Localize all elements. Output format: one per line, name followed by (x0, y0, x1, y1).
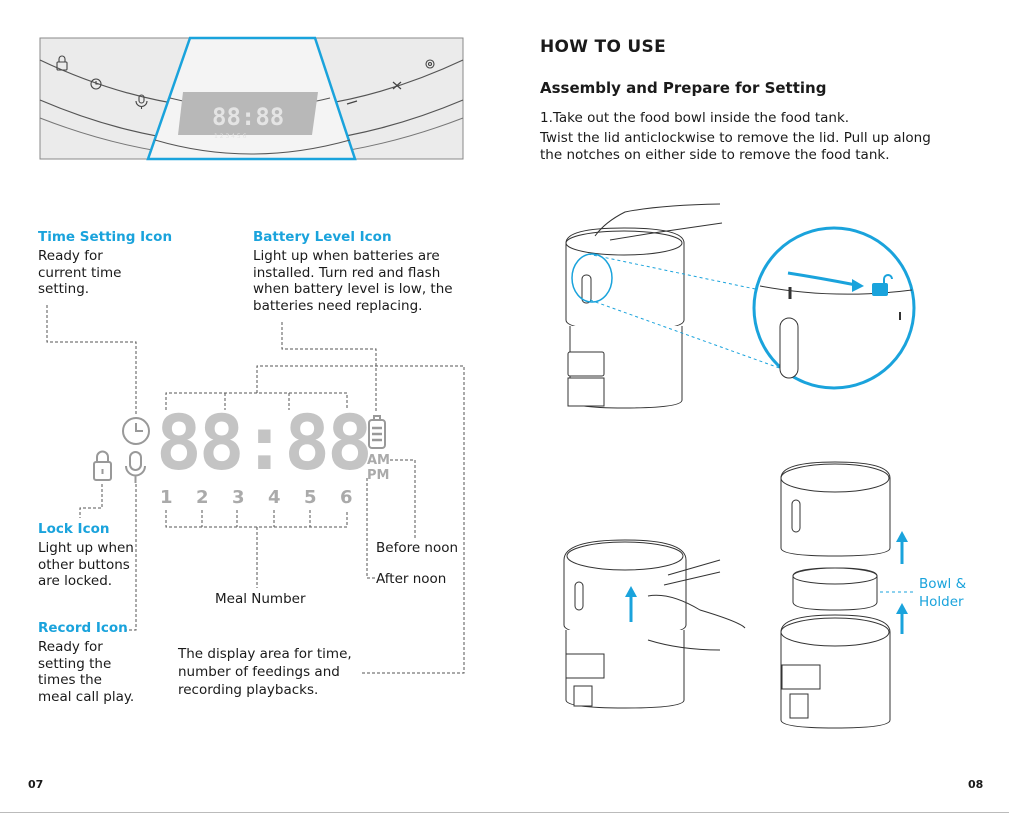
time-icon (122, 417, 150, 445)
svg-text:1 2 3 4 5 6: 1 2 3 4 5 6 (214, 133, 247, 140)
battery-level-text: Light up when batteries are installed. T… (253, 248, 453, 314)
panel-record-icon (135, 94, 148, 109)
battery-icon (368, 415, 386, 449)
panel-gear-icon (425, 59, 435, 69)
battery-level-title: Battery Level Icon (253, 229, 392, 245)
meal-digit: 6 (340, 487, 353, 508)
step-1-text: 1.Take out the food bowl inside the food… (540, 110, 850, 126)
lock-icon-title: Lock Icon (38, 521, 110, 537)
seven-seg-display: 88:88 (156, 398, 373, 487)
page-heading: HOW TO USE (540, 37, 666, 57)
pm-label: PM (367, 468, 390, 483)
step-1-detail: Twist the lid anticlockwise to remove th… (540, 130, 931, 163)
up-arrow-icon (625, 531, 908, 634)
record-icon-text: Ready for setting the times the meal cal… (38, 639, 135, 705)
meal-digit: 4 (268, 487, 281, 508)
record-icon-title: Record Icon (38, 620, 128, 636)
panel-x-icon (392, 81, 402, 90)
before-noon-label: Before noon (376, 540, 459, 556)
panel-minus-icon (346, 100, 358, 105)
meal-digit: 2 (196, 487, 209, 508)
am-label: AM (367, 453, 390, 468)
svg-text:88:88: 88:88 (212, 103, 284, 131)
unlock-icon (872, 283, 888, 296)
meal-digit: 5 (304, 487, 317, 508)
section-heading: Assembly and Prepare for Setting (540, 79, 827, 97)
panel-lock-icon (56, 55, 68, 71)
after-noon-label: After noon (376, 571, 447, 587)
record-icon (125, 451, 146, 483)
lock-icon (93, 450, 112, 481)
meal-number-label: Meal Number (215, 591, 306, 607)
panel-time-icon (90, 78, 102, 90)
time-setting-text: Ready for current time setting. (38, 248, 122, 297)
page-number-left: 07 (28, 778, 44, 791)
bowl-holder-label: Bowl & Holder (919, 576, 967, 610)
lock-icon-text: Light up when other buttons are locked. (38, 540, 134, 589)
meal-digit: 3 (232, 487, 245, 508)
display-area-label: The display area for time, number of fee… (178, 646, 352, 698)
page-number-right: 08 (968, 778, 984, 791)
meal-digit: 1 (160, 487, 173, 508)
bottom-rule (0, 812, 1009, 813)
time-setting-title: Time Setting Icon (38, 229, 173, 245)
